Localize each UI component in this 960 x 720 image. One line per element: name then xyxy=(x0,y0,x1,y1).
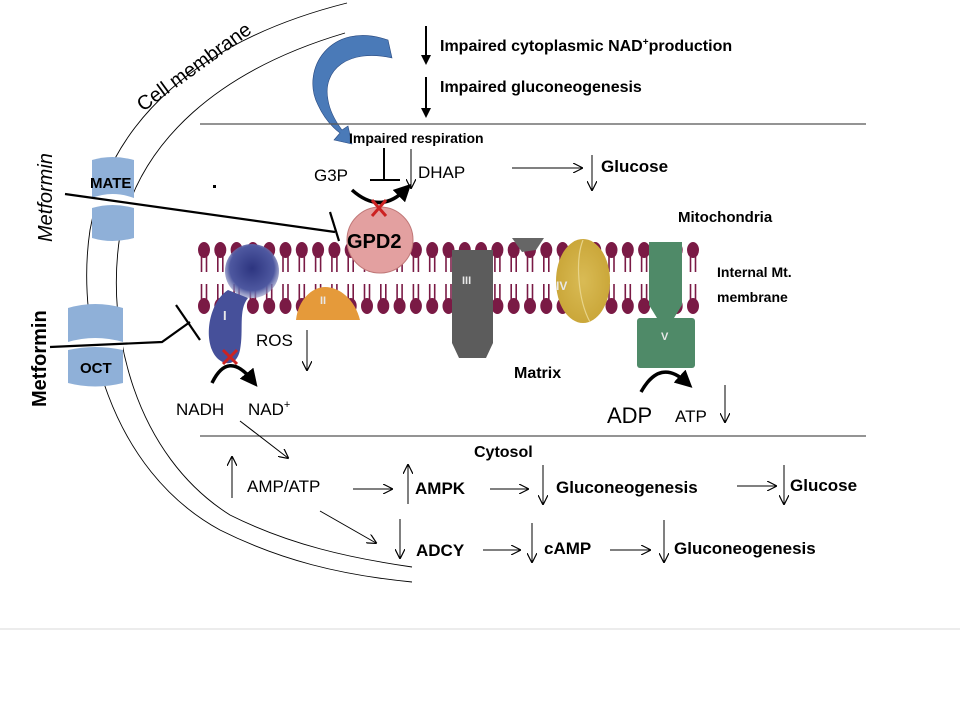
amp-atp-label: AMP/ATP xyxy=(247,477,320,496)
lipid-head xyxy=(638,242,651,258)
lipid-head xyxy=(246,298,259,314)
lipid-head xyxy=(540,298,553,314)
g3p-label: G3P xyxy=(314,166,348,185)
complex-ii: II xyxy=(296,287,360,320)
matrix-label: Matrix xyxy=(514,365,561,382)
impaired-gluconeogenesis-label: Impaired gluconeogenesis xyxy=(440,79,642,96)
lipid-head xyxy=(328,242,341,258)
nad-plus-label: NAD+ xyxy=(248,399,290,419)
lipid-head xyxy=(540,242,553,258)
lipid-head xyxy=(409,298,422,314)
mitochondria-label: Mitochondria xyxy=(678,209,773,226)
camp-label: cAMP xyxy=(544,539,591,558)
complex-v-label: V xyxy=(661,331,669,343)
metformin-label-bottom: Metformin xyxy=(29,310,51,407)
nadh-label: NADH xyxy=(176,400,224,419)
adp-label: ADP xyxy=(607,403,652,428)
adcy-label: ADCY xyxy=(416,541,465,560)
metformin-label-top: Metformin xyxy=(35,153,57,242)
mate-label: MATE xyxy=(90,175,131,192)
cytosol-label: Cytosol xyxy=(474,444,533,461)
lipid-head xyxy=(279,298,292,314)
lipid-head xyxy=(605,242,618,258)
oct-label: OCT xyxy=(80,360,112,377)
gluconeogenesis-mid-label: Gluconeogenesis xyxy=(556,478,698,497)
complex-iv: IV xyxy=(556,239,610,323)
adp-atp-conversion-arrow xyxy=(639,369,693,393)
lipid-head xyxy=(198,298,210,314)
lipid-head xyxy=(687,242,699,258)
lipid-head xyxy=(687,298,699,314)
lipid-head xyxy=(638,298,651,314)
stray-dot xyxy=(213,185,216,188)
impaired-nad-label: Impaired cytoplasmic NAD+production xyxy=(440,37,732,55)
metformin-inhibits-gpd2 xyxy=(64,192,341,242)
complex-i-inhibition-x-icon xyxy=(221,348,239,366)
glucose-bottom-label: Glucose xyxy=(790,476,857,495)
cell-membrane-label: Cell membrane xyxy=(133,19,256,117)
lipid-head xyxy=(491,298,504,314)
impaired-respiration-inhibition xyxy=(370,148,400,181)
internal-mt-membrane-label-line1: Internal Mt. xyxy=(717,264,792,280)
complex-ii-label: II xyxy=(320,295,326,307)
lipid-head xyxy=(361,298,373,314)
lipid-head xyxy=(295,242,308,258)
arrow-nad-to-amp-atp xyxy=(239,420,288,458)
nadh-nad-conversion-arrow xyxy=(210,364,258,387)
ampk-label: AMPK xyxy=(415,479,466,498)
dhap-label: DHAP xyxy=(418,163,465,182)
complex-i: I xyxy=(208,244,279,364)
lipid-head xyxy=(507,298,520,314)
complex-iii-label: III xyxy=(462,275,471,287)
lipid-head xyxy=(426,298,439,314)
lipid-head xyxy=(263,298,276,314)
complex-v: V xyxy=(637,242,695,368)
metformin-inhibits-complex-i xyxy=(49,304,201,349)
lipid-head xyxy=(605,298,618,314)
gluconeogenesis-bottom-label: Gluconeogenesis xyxy=(674,539,816,558)
lipid-head xyxy=(524,298,536,314)
lipid-head xyxy=(312,242,325,258)
lipid-head xyxy=(426,242,439,258)
atp-label: ATP xyxy=(675,407,707,426)
arrow-amp-atp-to-adcy xyxy=(319,510,376,543)
impaired-respiration-label: Impaired respiration xyxy=(349,130,484,146)
lipid-head xyxy=(621,242,634,258)
lipid-head xyxy=(393,298,406,314)
lipid-head xyxy=(198,242,210,258)
complex-iii: III xyxy=(452,250,493,358)
complex-i-label: I xyxy=(223,308,227,323)
cytochrome-c xyxy=(512,238,544,252)
ros-label: ROS xyxy=(256,331,293,350)
curved-blue-arrow xyxy=(312,35,393,145)
internal-mt-membrane-label-line2: membrane xyxy=(717,289,788,305)
complex-iv-label: IV xyxy=(556,279,567,293)
lipid-head xyxy=(377,298,390,314)
lipid-head xyxy=(621,298,634,314)
glucose-top-label: Glucose xyxy=(601,157,668,176)
gpd2-label: GPD2 xyxy=(347,231,401,253)
gpd2-inhibition-x-icon xyxy=(370,199,388,217)
lipid-head xyxy=(491,242,504,258)
lipid-head xyxy=(214,242,227,258)
g3p-dhap-conversion-arrow xyxy=(350,183,412,205)
lipid-head xyxy=(279,242,292,258)
